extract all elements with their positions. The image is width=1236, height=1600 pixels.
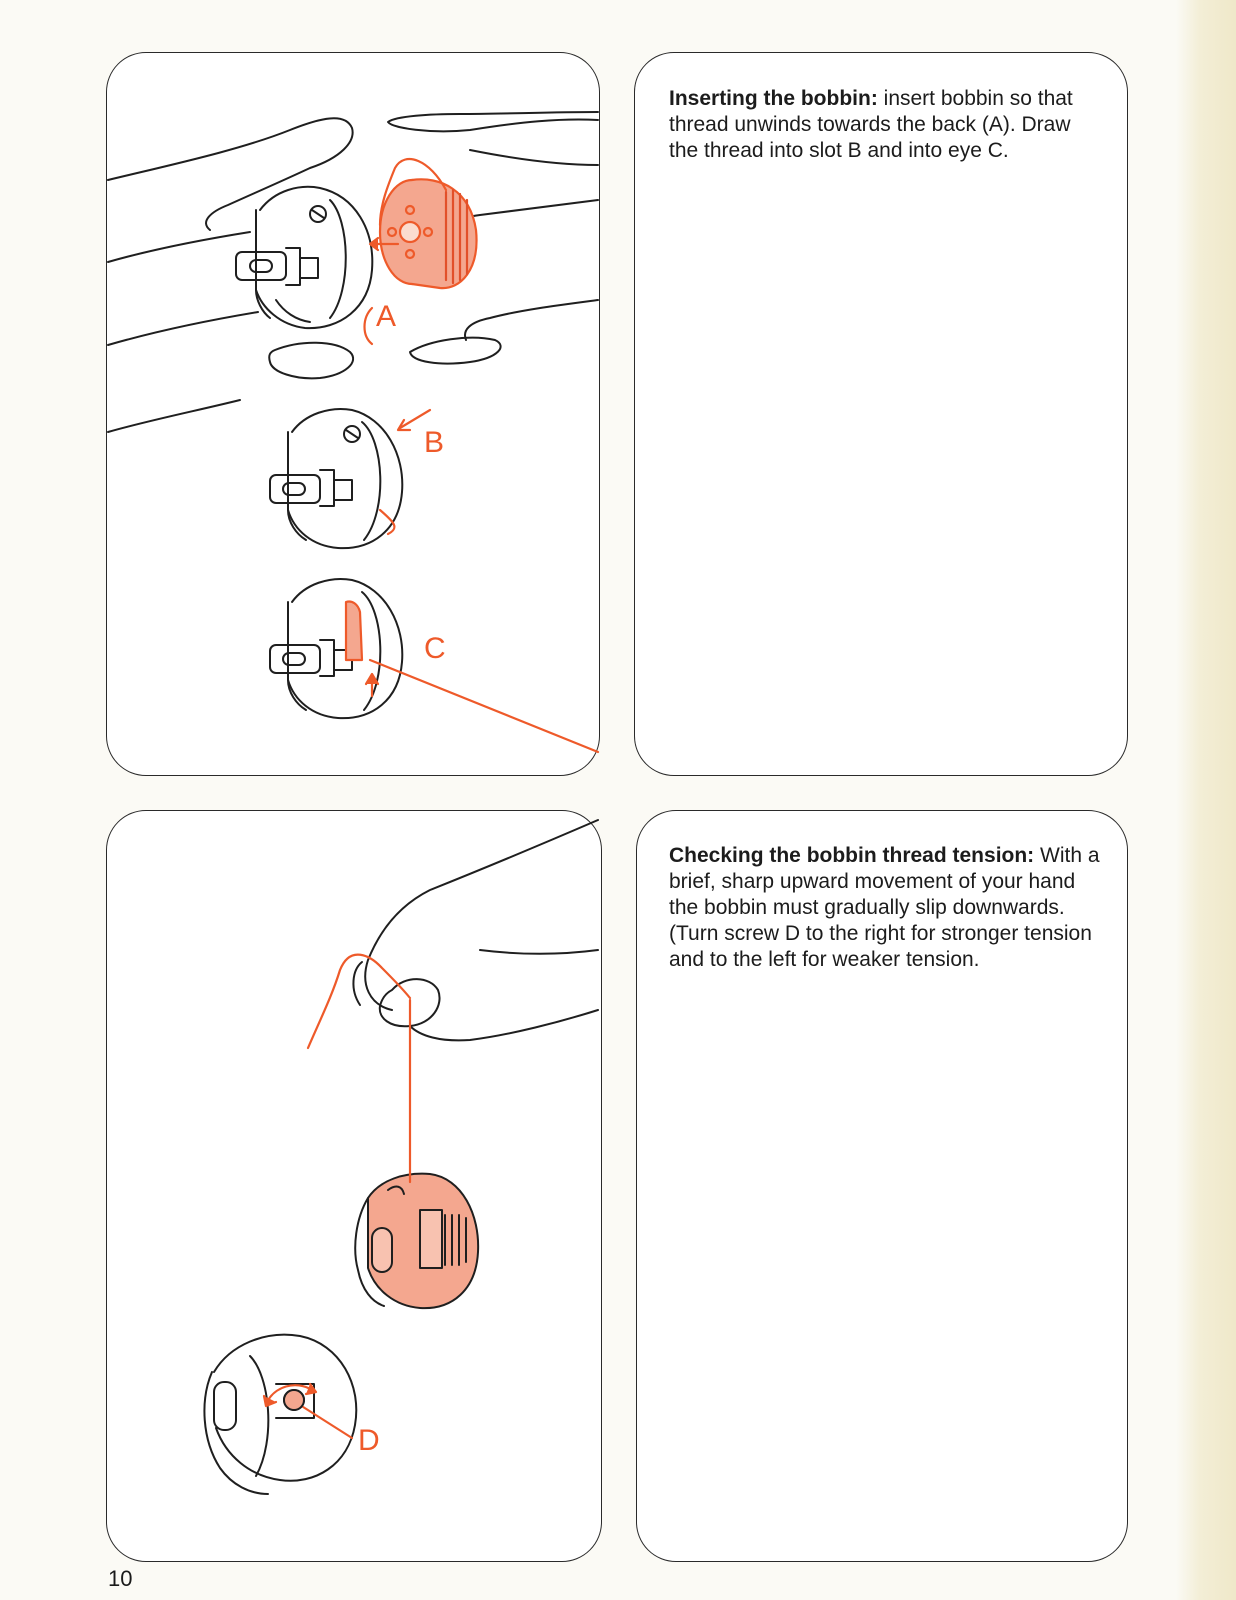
heading-insert-bobbin: Inserting the bobbin: bbox=[669, 87, 878, 110]
body-check-tension: With a brief, sharp upward movement of y… bbox=[669, 844, 1100, 971]
heading-check-tension: Checking the bobbin thread tension: bbox=[669, 844, 1035, 867]
label-c: C bbox=[424, 632, 446, 665]
instruction-check-tension: Checking the bobbin thread tension: With… bbox=[669, 843, 1109, 973]
page-number: 10 bbox=[108, 1566, 133, 1591]
body-insert-bobbin: insert bobbin so that thread unwinds tow… bbox=[669, 87, 1073, 162]
instruction-insert-bobbin: Inserting the bobbin: insert bobbin so t… bbox=[669, 86, 1099, 164]
hanging-thread bbox=[306, 953, 412, 1184]
page-edge bbox=[1176, 0, 1236, 1600]
screw-d-highlight bbox=[283, 1389, 305, 1411]
text-panel-insert-bobbin bbox=[634, 52, 1128, 776]
label-b: B bbox=[424, 426, 444, 459]
label-a: A bbox=[376, 300, 396, 333]
text-panel-check-tension bbox=[636, 810, 1128, 1562]
right-hand-drawing bbox=[387, 111, 599, 365]
hanging-bobbin-case bbox=[354, 1172, 480, 1310]
label-d: D bbox=[358, 1424, 380, 1457]
left-hand-drawing bbox=[107, 117, 355, 433]
bobbin-spool bbox=[363, 158, 478, 346]
bobbin-case-2 bbox=[269, 408, 404, 550]
hand-pinching-thread bbox=[352, 819, 599, 1042]
bobbin-case-3 bbox=[269, 578, 404, 720]
screw-d-arrows bbox=[262, 1382, 354, 1440]
bobbin-case-screw-view bbox=[203, 1333, 358, 1495]
slot-b-arrow bbox=[378, 408, 432, 536]
bobbin-case-1 bbox=[235, 185, 374, 330]
eye-c-thread bbox=[344, 600, 600, 754]
illustration-panel-check-tension bbox=[106, 810, 602, 1562]
